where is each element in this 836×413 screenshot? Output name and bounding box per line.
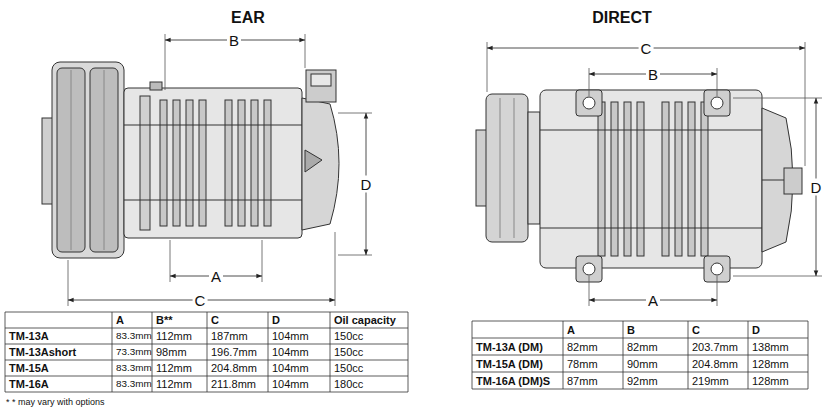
table-cell: 112mm xyxy=(156,363,192,374)
table-rule xyxy=(5,312,408,313)
dimension-letter: C xyxy=(193,292,208,309)
table-cell: 187mm xyxy=(211,331,248,342)
table-rule xyxy=(5,344,408,345)
table-header: C xyxy=(692,324,700,335)
table-cell: 180cc xyxy=(334,379,363,390)
table-cell: 112mm xyxy=(156,331,192,342)
model-name: TM-16A (DM)S xyxy=(476,375,550,386)
table-rule xyxy=(563,321,564,389)
table-header: B xyxy=(627,324,635,335)
table-cell: 92mm xyxy=(627,375,658,386)
dimension-letter: A xyxy=(209,268,223,285)
table-rule xyxy=(330,312,331,392)
model-name: TM-16A xyxy=(9,379,49,390)
table-rule xyxy=(472,321,808,322)
table-cell: 219mm xyxy=(692,375,729,386)
table-cell: 83.3mm xyxy=(116,379,152,389)
table-cell: 73.3mm xyxy=(116,347,152,357)
table-rule xyxy=(5,312,6,392)
table-cell: 104mm xyxy=(272,363,309,374)
table-rule xyxy=(207,312,208,392)
table-cell: 211.8mm xyxy=(211,379,256,390)
table-rule xyxy=(5,328,408,329)
table-rule xyxy=(5,392,408,393)
table-cell: 204.8mm xyxy=(211,363,257,374)
view-title: DIRECT xyxy=(592,10,652,26)
table-cell: 83.3mm xyxy=(116,331,152,341)
table-cell: 82mm xyxy=(567,341,598,352)
model-name: TM-13A xyxy=(9,331,49,342)
spec-tables xyxy=(5,312,808,392)
dimension-letter: B xyxy=(646,66,660,83)
table-rule xyxy=(472,338,808,339)
table-rule xyxy=(472,372,808,373)
view-title: EAR xyxy=(231,10,265,26)
table-rule xyxy=(808,321,809,389)
table-cell: 78mm xyxy=(567,358,598,369)
table-rule xyxy=(5,376,408,377)
table-cell: 128mm xyxy=(752,375,789,386)
table-cell: 98mm xyxy=(156,347,187,358)
dimension-letter: A xyxy=(646,292,660,309)
table-header: A xyxy=(567,324,575,335)
ear-dimensions xyxy=(68,34,372,306)
table-cell: 87mm xyxy=(567,375,598,386)
table-cell: 82mm xyxy=(627,341,658,352)
footnote: * * may vary with options xyxy=(6,398,105,407)
table-rule xyxy=(268,312,269,392)
model-name: TM-13A (DM) xyxy=(476,341,543,352)
table-cell: 203.7mm xyxy=(692,341,738,352)
table-rule xyxy=(472,321,473,389)
dimension-letter: B xyxy=(227,32,241,49)
table-cell: 204.8mm xyxy=(692,358,738,369)
table-header: A xyxy=(116,315,124,326)
dimension-letter: C xyxy=(639,40,654,57)
model-name: TM-13Ashort xyxy=(9,347,76,358)
table-cell: 90mm xyxy=(627,358,658,369)
table-header: B** xyxy=(156,315,173,326)
table-cell: 150cc xyxy=(334,363,363,374)
table-cell: 196.7mm xyxy=(211,347,257,358)
table-rule xyxy=(472,389,808,390)
direct-compressor xyxy=(476,90,802,282)
dimension-letter: D xyxy=(359,176,374,193)
table-header: D xyxy=(752,324,760,335)
table-cell: 112mm xyxy=(156,379,192,390)
table-rule xyxy=(408,312,409,392)
table-rule xyxy=(5,360,408,361)
table-rule xyxy=(472,355,808,356)
table-cell: 83.3mm xyxy=(116,363,152,373)
table-rule xyxy=(688,321,689,389)
table-cell: 104mm xyxy=(272,331,309,342)
model-name: TM-15A xyxy=(9,363,49,374)
table-rule xyxy=(748,321,749,389)
ear-compressor xyxy=(42,62,339,258)
table-rule xyxy=(112,312,113,392)
table-cell: 128mm xyxy=(752,358,789,369)
table-header: C xyxy=(211,315,219,326)
table-cell: 150cc xyxy=(334,331,363,342)
table-rule xyxy=(623,321,624,389)
dimension-letter: D xyxy=(809,179,824,196)
direct-dimensions xyxy=(487,42,822,306)
table-cell: 104mm xyxy=(272,347,309,358)
model-name: TM-15A (DM) xyxy=(476,358,543,369)
table-cell: 104mm xyxy=(272,379,309,390)
table-header: Oil capacity xyxy=(334,315,396,326)
table-header: D xyxy=(272,315,280,326)
table-cell: 138mm xyxy=(752,341,789,352)
table-cell: 150cc xyxy=(334,347,363,358)
